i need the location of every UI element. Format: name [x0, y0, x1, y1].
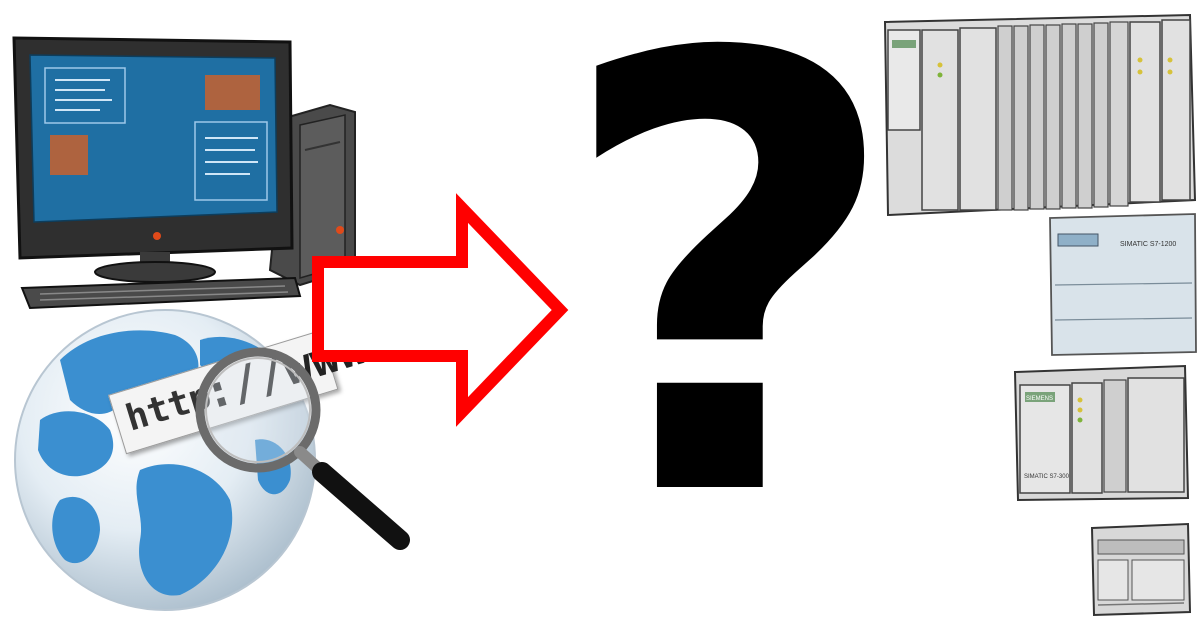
question-mark: ? [555, 0, 904, 629]
plc-s7-300: SIEMENS SIMATIC S7-300 [1013, 364, 1190, 502]
plc-rack-large [883, 13, 1197, 217]
computer-monitor [12, 36, 294, 260]
keyboard [20, 276, 302, 310]
plc-small [1090, 522, 1192, 617]
plc-module-2-label: SIMATIC S7-1200 [1120, 241, 1176, 248]
plc-brand-label: SIEMENS [1026, 396, 1053, 402]
plc-module-1-label: SIMATIC S7-300 [1024, 474, 1070, 480]
monitor-stand [94, 252, 216, 283]
plc-compact: SIMATIC S7-1200 [1049, 213, 1197, 356]
